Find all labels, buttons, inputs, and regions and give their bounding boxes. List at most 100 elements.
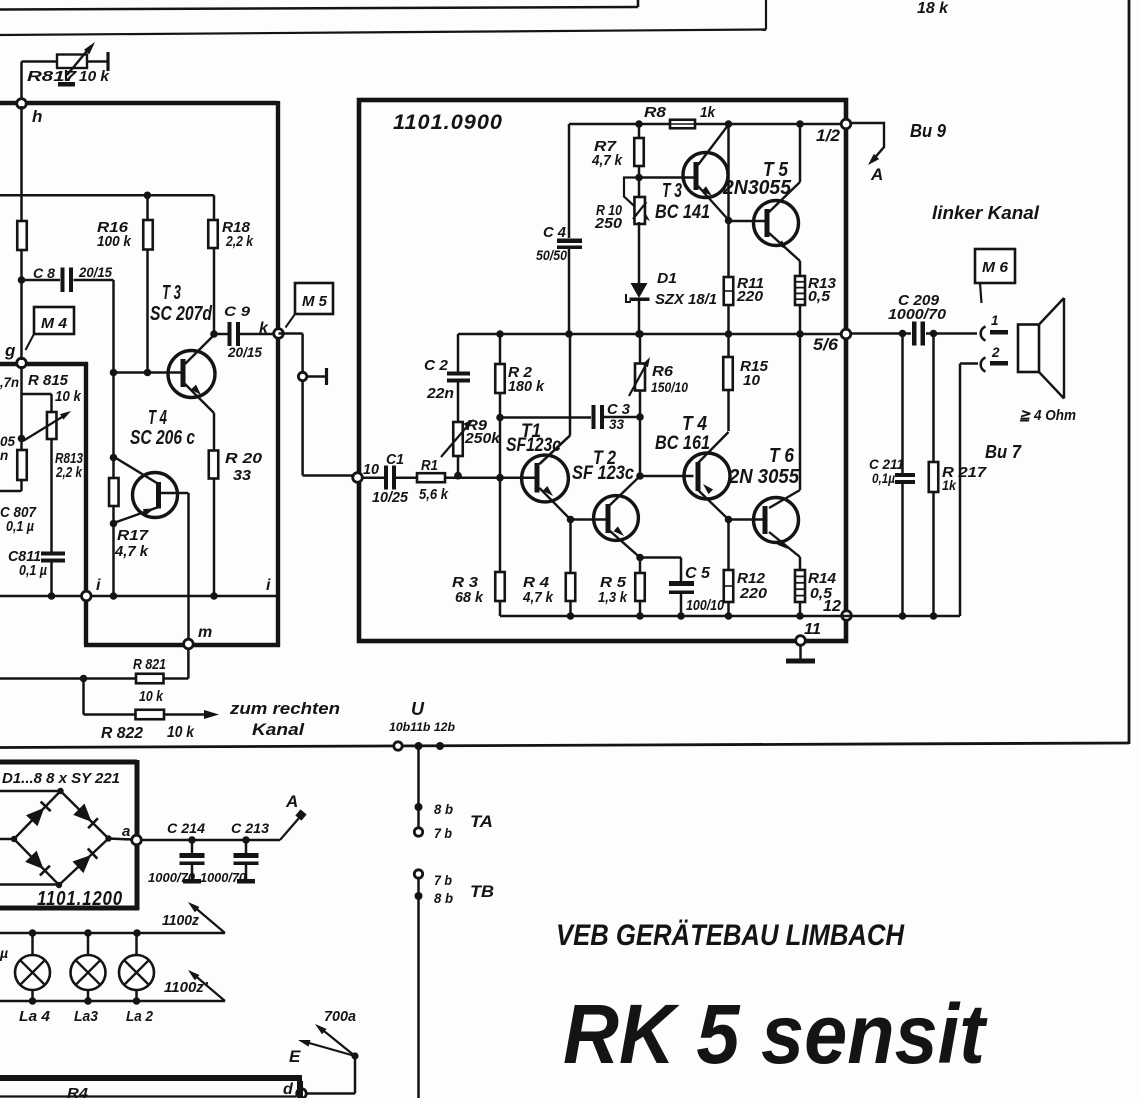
svg-text:C 209: C 209 [898,292,940,309]
svg-text:68 k: 68 k [455,589,484,606]
svg-text:≧ 4 Ohm: ≧ 4 Ohm [1019,407,1076,424]
svg-text:11: 11 [804,621,821,638]
svg-text:220: 220 [739,585,768,602]
svg-text:8 b: 8 b [434,802,453,817]
svg-text:Bu 9: Bu 9 [910,121,946,141]
svg-text:Bu 7: Bu 7 [985,442,1022,462]
svg-text:R4: R4 [67,1085,89,1098]
svg-text:C 2: C 2 [424,357,449,374]
svg-text:10 k: 10 k [55,389,82,405]
svg-text:2,2 k: 2,2 k [225,233,253,250]
svg-text:BC 141: BC 141 [655,202,710,223]
svg-text:33: 33 [609,416,624,432]
svg-text:,7n: ,7n [0,374,19,390]
svg-text:R15: R15 [740,358,769,375]
svg-text:33: 33 [233,467,252,484]
svg-text:1000/70: 1000/70 [888,306,947,323]
svg-text:05: 05 [0,434,16,449]
svg-text:R 20: R 20 [225,450,263,467]
svg-text:T 4: T 4 [148,407,167,429]
svg-text:R813: R813 [55,451,83,467]
svg-text:C 8: C 8 [33,266,56,281]
svg-text:10: 10 [363,462,379,478]
svg-text:8 b: 8 b [434,891,453,906]
svg-text:C 9: C 9 [224,303,250,319]
svg-text:n: n [0,448,8,463]
svg-text:R 217: R 217 [942,464,987,481]
svg-text:a: a [122,823,130,840]
svg-text:SC 206 c: SC 206 c [130,427,195,449]
svg-text:h: h [32,107,42,126]
svg-text:SC 207d: SC 207d [150,303,213,325]
svg-text:100/10: 100/10 [686,598,724,614]
svg-text:T 2: T 2 [593,448,616,469]
svg-text:1/2: 1/2 [816,126,841,145]
svg-text:La3: La3 [74,1009,98,1025]
svg-text:7 b: 7 b [434,873,452,888]
svg-text:2: 2 [991,345,1000,360]
svg-text:12: 12 [823,598,841,615]
svg-text:R 10: R 10 [596,202,623,219]
svg-text:R 815: R 815 [28,373,69,389]
svg-text:La 4: La 4 [19,1009,50,1025]
svg-text:R16: R16 [97,219,129,236]
svg-text:TB: TB [470,882,494,901]
svg-text:SF 123c: SF 123c [572,463,634,484]
svg-text:700a: 700a [324,1009,356,1025]
svg-text:2N 3055: 2N 3055 [728,466,800,488]
svg-text:0,1 µ: 0,1 µ [19,563,48,579]
svg-text:10: 10 [743,372,761,389]
svg-text:R 822: R 822 [101,725,143,742]
svg-text:0,5: 0,5 [808,288,831,305]
svg-text:R18: R18 [222,219,251,236]
svg-text:22n: 22n [426,385,454,402]
svg-text:g: g [4,341,16,360]
svg-text:TA: TA [470,812,493,831]
svg-text:T 3: T 3 [662,180,682,202]
svg-text:i: i [96,577,101,594]
svg-text:T 5: T 5 [763,159,789,181]
svg-text:A: A [870,165,883,184]
svg-text:10 k: 10 k [79,69,110,85]
svg-text:C1: C1 [386,452,404,468]
svg-text:7 b: 7 b [434,826,452,841]
svg-text:R11: R11 [737,275,764,292]
svg-text:2,2 k: 2,2 k [55,465,83,481]
svg-text:180 k: 180 k [508,378,545,395]
svg-text:C 214: C 214 [167,820,205,836]
svg-text:1100z: 1100z [162,913,200,929]
svg-text:C 807: C 807 [0,505,37,521]
svg-text:R 5: R 5 [600,574,627,591]
svg-text:C811: C811 [8,549,41,565]
svg-text:linker Kanal: linker Kanal [932,203,1040,223]
svg-text:R817: R817 [27,69,77,85]
svg-text:C 211: C 211 [869,456,904,472]
svg-text:D1...8 8 x SY 221: D1...8 8 x SY 221 [2,771,120,787]
svg-text:220: 220 [736,288,764,305]
svg-text:A: A [285,792,298,811]
svg-text:18 k: 18 k [917,0,949,17]
svg-text:C 213: C 213 [231,820,269,836]
svg-text:10b11b 12b: 10b11b 12b [389,720,455,734]
svg-text:zum rechten: zum rechten [229,699,340,718]
svg-text:R 821: R 821 [133,656,166,673]
svg-text:R6: R6 [652,363,674,380]
svg-text:R1: R1 [421,458,438,474]
svg-text:R8: R8 [644,104,667,121]
svg-text:T1: T1 [521,421,541,442]
svg-text:µ: µ [0,945,8,961]
svg-text:5/6: 5/6 [813,335,839,354]
svg-text:M 4: M 4 [41,316,67,332]
svg-text:0,1 µ: 0,1 µ [6,519,35,535]
svg-text:C 4: C 4 [543,224,567,241]
svg-text:RK 5 sensit: RK 5 sensit [563,987,988,1081]
svg-text:100 k: 100 k [97,233,132,250]
svg-text:5,6 k: 5,6 k [419,487,449,503]
svg-text:R 3: R 3 [452,574,479,591]
svg-text:1,3 k: 1,3 k [598,589,628,606]
svg-text:T 6: T 6 [769,445,795,467]
svg-text:U: U [411,699,425,719]
svg-text:1101.0900: 1101.0900 [393,110,503,134]
svg-text:10/25: 10/25 [372,490,409,506]
svg-text:VEB GERÄTEBAU LIMBACH: VEB GERÄTEBAU LIMBACH [556,919,905,952]
